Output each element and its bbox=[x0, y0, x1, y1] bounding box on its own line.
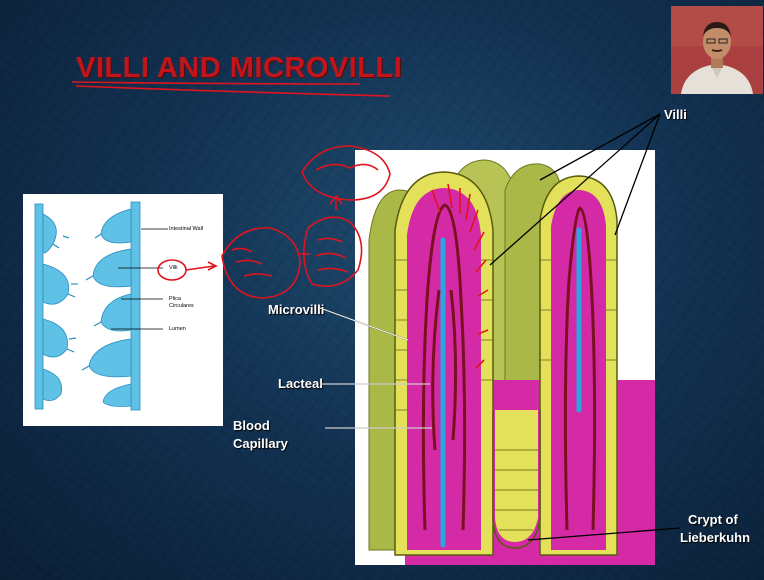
label-intestinal-wall: Intestinal Wall bbox=[169, 226, 203, 232]
label-villi-left: Villi bbox=[169, 265, 177, 271]
label-plica-line1: Plica bbox=[169, 296, 181, 302]
label-lacteal: Lacteal bbox=[278, 376, 323, 392]
villus-cross-section-diagram bbox=[355, 150, 655, 565]
label-villi: Villi bbox=[664, 107, 687, 123]
label-plica-line2: Circulares bbox=[169, 303, 194, 309]
label-microvilli: Microvilli bbox=[268, 302, 324, 318]
label-crypt-line1: Crypt of bbox=[688, 512, 738, 528]
slide-title: VILLI AND MICROVILLI bbox=[76, 52, 402, 85]
label-lumen: Lumen bbox=[169, 326, 186, 332]
label-crypt-line2: Lieberkuhn bbox=[680, 530, 750, 546]
label-blood-line2: Capillary bbox=[233, 436, 288, 452]
label-blood-line1: Blood bbox=[233, 418, 270, 434]
intestinal-wall-diagram: Intestinal Wall Villi Plica Circulares L… bbox=[23, 194, 223, 426]
presenter-figure bbox=[671, 6, 763, 94]
villus-drawing bbox=[355, 150, 655, 565]
presenter-webcam bbox=[671, 6, 763, 94]
